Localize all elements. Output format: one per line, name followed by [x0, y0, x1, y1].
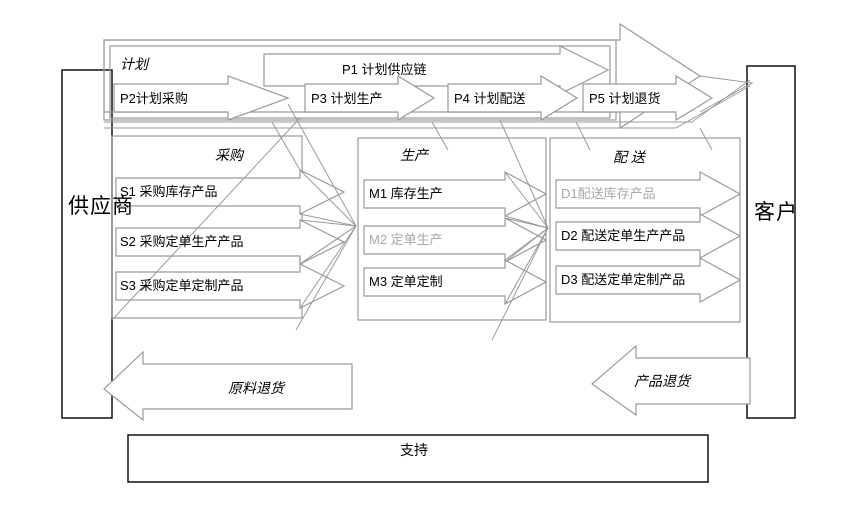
plan-flow-to-customer-top: [691, 79, 751, 123]
source-arrow-label-s3[interactable]: S3 采购定单定制产品: [120, 278, 244, 293]
plan-arrow-label-p5[interactable]: P5 计划退货: [589, 91, 661, 106]
diagonal-plan-to-make: [499, 119, 549, 229]
source-arrow-label-s2[interactable]: S2 采购定单生产产品: [120, 234, 244, 249]
deliver-d2-arrow: [555, 212, 742, 260]
plan-p2-arrow: [113, 75, 290, 121]
connector-make-deliver-3: [504, 217, 549, 229]
connector-source-make-1: [299, 169, 357, 227]
connector-make-deliver-1: [504, 171, 549, 229]
return-arrow-label-raw-material[interactable]: 原料退货: [228, 380, 284, 396]
diagonal-source-down: [295, 225, 357, 331]
plan-p3-arrow: [304, 74, 436, 122]
plan-arrow-label-p2[interactable]: P2计划采购: [120, 91, 188, 106]
plan-p4-arrow: [447, 74, 579, 122]
source-s3-arrow: [115, 263, 346, 309]
plan-arrow-label-p4[interactable]: P4 计划配送: [454, 91, 526, 106]
diagonal-plan-to-source-a: [287, 103, 357, 227]
section-label-deliver: 配 送: [613, 149, 645, 165]
make-arrow-label-m2[interactable]: M2 定单生产: [369, 232, 443, 247]
deliver-container: [549, 137, 741, 323]
support-bar-box: [127, 434, 709, 483]
connector-source-make-3: [299, 219, 357, 227]
section-label-make: 生产: [400, 147, 428, 163]
plan-container-outer: [103, 39, 617, 121]
plan-flow-to-customer-bot: [675, 85, 751, 129]
connector-make-deliver-6: [504, 227, 549, 305]
diagonal-plan-to-source-b: [111, 117, 301, 321]
connector-source-make-5: [299, 225, 357, 265]
deliver-d3-arrow: [555, 256, 742, 304]
make-arrow-label-m3[interactable]: M3 定单定制: [369, 274, 443, 289]
supplier-label: 供应商: [68, 195, 134, 218]
section-label-plan: 计划: [120, 56, 148, 72]
customer-box: [746, 65, 796, 419]
diagonal-p2-down: [271, 121, 301, 171]
source-s1-arrow: [115, 169, 346, 215]
make-arrow-label-m1[interactable]: M1 库存生产: [369, 186, 443, 201]
deliver-d1-arrow: [555, 170, 742, 218]
return-raw-material-arrow: [103, 350, 353, 422]
deliver-arrow-label-d2[interactable]: D2 配送定单生产产品: [561, 228, 686, 243]
plan-container-inner: [109, 45, 611, 119]
make-m3-arrow: [363, 258, 548, 306]
return-product-arrow: [591, 344, 751, 417]
diagonal-p4-down: [575, 121, 591, 151]
plan-flow-arrowhead: [699, 75, 754, 113]
connector-source-make-2: [299, 213, 357, 227]
connector-source-make-6: [299, 225, 357, 309]
support-bar-label: 支持: [400, 442, 428, 458]
diagonal-make-down: [491, 227, 549, 341]
plan-p5-arrow: [582, 74, 714, 122]
diagonal-p3-down: [431, 121, 449, 151]
make-m2-arrow: [363, 216, 548, 264]
deliver-arrow-label-d3[interactable]: D3 配送定单定制产品: [561, 272, 686, 287]
connector-make-deliver-5: [504, 227, 549, 261]
plan-arrow-label-p3[interactable]: P3 计划生产: [311, 91, 383, 106]
make-m1-arrow: [363, 170, 548, 218]
diagonal-p5-down: [699, 127, 713, 151]
return-arrow-label-product[interactable]: 产品退货: [634, 373, 690, 389]
source-s2-arrow: [115, 219, 346, 265]
source-arrow-label-s1[interactable]: S1 采购库存产品: [120, 184, 218, 199]
deliver-arrow-label-d1[interactable]: D1配送库存产品: [561, 186, 656, 201]
customer-label: 客户: [754, 201, 798, 224]
plan-arrow-label-p1[interactable]: P1 计划供应链: [342, 62, 427, 77]
section-label-source: 采购: [215, 147, 243, 163]
